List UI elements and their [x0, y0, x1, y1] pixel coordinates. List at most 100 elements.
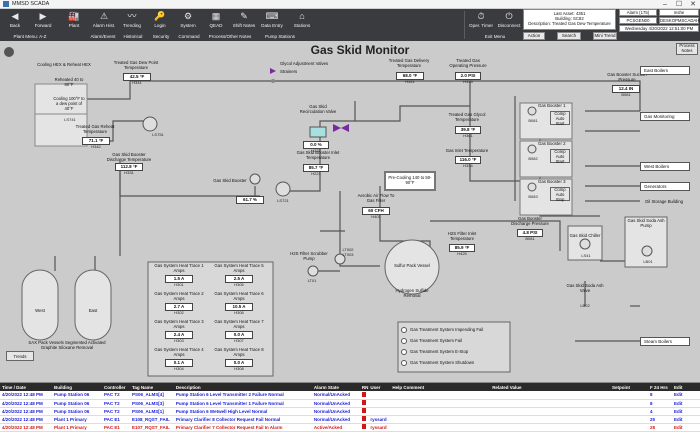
alarm-col-header[interactable]: RN [359, 383, 369, 391]
alarm-col-header[interactable]: Related Value [490, 383, 611, 391]
note-icon[interactable] [361, 391, 366, 397]
pressure-value[interactable]: 2.0 PSI [455, 72, 481, 80]
dew-value[interactable]: 42.5 °F [123, 73, 151, 81]
disconnect-button[interactable]: ⏻Disconnect [496, 10, 522, 32]
alarm-edit-link[interactable]: Edit [671, 407, 700, 416]
west-boilers-link[interactable]: West Boilers [640, 162, 690, 171]
search-button[interactable]: Search [557, 32, 581, 40]
alarm-rn-icon[interactable] [359, 407, 369, 416]
heat-trace-value[interactable]: 2.5 A [225, 275, 253, 283]
action-button[interactable]: Action [523, 32, 545, 40]
pump-stations-button[interactable]: Pump Stations [265, 34, 295, 39]
forward-button[interactable]: ▶Forward [29, 10, 57, 32]
discharge-value[interactable]: 112.8 °F [115, 163, 143, 171]
process-notes-link[interactable]: Process Notes [676, 43, 698, 55]
historical-button[interactable]: Historical [123, 34, 143, 39]
trending-button[interactable]: 〰Trending [118, 10, 146, 32]
plant-menu-button[interactable]: Plant Menu: A-Z [13, 34, 47, 39]
security-button[interactable]: Security [152, 34, 170, 39]
alarm-edit-link[interactable]: Edit [671, 423, 700, 432]
alarm-col-header[interactable]: Edit [671, 383, 700, 391]
alarm-col-header[interactable]: Building [51, 383, 102, 391]
close-button[interactable]: ✕ [690, 1, 696, 8]
aerobic-value[interactable]: 60 CFH [362, 207, 390, 215]
alarm-rn-icon[interactable] [359, 391, 369, 400]
recirc-value[interactable]: 0.0 % [303, 141, 329, 149]
note-icon[interactable] [361, 424, 366, 429]
plant-button[interactable]: 🏭Plant [60, 10, 88, 32]
alarm-col-header[interactable]: Help Comment [390, 383, 491, 391]
inlet-value[interactable]: 85.7 °F [303, 164, 329, 172]
heat-trace-value[interactable]: 0.1 A [165, 359, 193, 367]
gasinlet-value[interactable]: 116.0 °F [455, 156, 481, 164]
alarm-edit-link[interactable]: Edit [671, 415, 700, 424]
alarm-col-header[interactable]: Alarm State [311, 383, 360, 391]
alarm-col-header[interactable]: F 24 Hrs [647, 383, 672, 391]
maximize-button[interactable]: ☐ [675, 1, 683, 8]
alarm-col-header[interactable]: Time / Date [0, 383, 52, 391]
exit-menu-button[interactable]: Exit Menu [484, 34, 506, 39]
alarm-col-header[interactable]: User [368, 383, 391, 391]
suction-value[interactable]: 12.4 IN [612, 85, 640, 93]
alarm-count[interactable]: Alarm (175) [619, 9, 657, 16]
delivery-value[interactable]: 68.0 °F [396, 72, 424, 80]
reheat-value[interactable]: 71.1 °F [82, 137, 110, 145]
booster2-auto-start[interactable]: Comp Auto Start [550, 149, 570, 163]
heat-trace-value[interactable]: 2.7 A [165, 303, 193, 311]
heat-trace-value[interactable]: 2.4 A [165, 331, 193, 339]
generators-link[interactable]: Generators [640, 182, 690, 191]
alarm-event-button[interactable]: Alarm/Event [90, 34, 116, 39]
trends-button[interactable]: Trends [6, 351, 34, 361]
glycol-value[interactable]: 39.8 °F [455, 126, 481, 134]
booster3-auto-stop[interactable]: Comp Auto Stop [550, 187, 570, 201]
gb-disch-value[interactable]: 4.8 PSI [517, 229, 543, 237]
heat-trace-value[interactable]: 1.5 A [165, 275, 193, 283]
booster1-auto-start[interactable]: Comp Auto Start [550, 111, 570, 125]
booster-value[interactable]: 61.7 % [236, 196, 264, 204]
note-icon[interactable] [361, 400, 366, 405]
glycol-valve-right[interactable] [341, 124, 349, 132]
alarm-col-header[interactable]: Controller [101, 383, 130, 391]
alarm-rn-icon[interactable] [359, 399, 369, 408]
login-button[interactable]: 🔑Login [146, 10, 174, 32]
timer-icon: ⏱ [477, 11, 485, 21]
data-entry-button[interactable]: ⌨Data Entry [258, 10, 286, 32]
mini-trend-button[interactable]: Mini Trend [593, 32, 617, 40]
steam-boilers-link[interactable]: Steam Boilers [640, 337, 690, 346]
east-boilers-link[interactable]: East Boilers [640, 66, 690, 75]
h2s-inlet-value[interactable]: 85.9 °F [449, 244, 475, 252]
qead-button[interactable]: ▦QEAD [202, 10, 230, 32]
minimize-button[interactable]: – [663, 1, 667, 8]
alarm-rn-icon[interactable] [359, 423, 369, 432]
alarm-col-header[interactable]: Tag Name [129, 383, 174, 391]
heat-trace-value[interactable]: 10.5 A [225, 303, 253, 311]
stations-button[interactable]: ⌂Stations [288, 10, 316, 32]
note-icon[interactable] [361, 416, 366, 421]
command-button[interactable]: Command [178, 34, 200, 39]
heat-trace-value[interactable]: 0.0 A [225, 331, 253, 339]
alarm-col-header[interactable]: Setpoint [610, 383, 648, 391]
gb-disch-label: Gas Booster Discharge Pressure [511, 216, 549, 226]
alarm-edit-link[interactable]: Edit [671, 399, 700, 408]
oper-timer-button[interactable]: ⏱Oper. Timer [468, 10, 494, 32]
alarm-edit-link[interactable]: Edit [671, 391, 700, 400]
alarm-rn-icon[interactable] [359, 415, 369, 424]
note-icon[interactable] [361, 408, 366, 413]
process-notes-button[interactable]: Process/Other Notes [208, 34, 252, 39]
shift-notes-button[interactable]: ✎Shift Notes [230, 10, 258, 32]
gas-monitoring-link[interactable]: Gas Monitoring [640, 112, 690, 121]
system-button[interactable]: ⚙System [174, 10, 202, 32]
inlet-label: Gas Skid Booster Inlet Temperature [296, 150, 340, 160]
alarm-hist-button[interactable]: ⚠Alarm Hist. [90, 10, 118, 32]
heat-trace-tag: H306 [234, 310, 244, 315]
back-button[interactable]: ◀Back [1, 10, 29, 32]
heat-trace-value[interactable]: 0.0 A [225, 359, 253, 367]
alarm-col-header[interactable]: Description [173, 383, 312, 391]
recirc-valve[interactable] [309, 126, 327, 138]
glycol-valve-left[interactable] [333, 124, 341, 132]
